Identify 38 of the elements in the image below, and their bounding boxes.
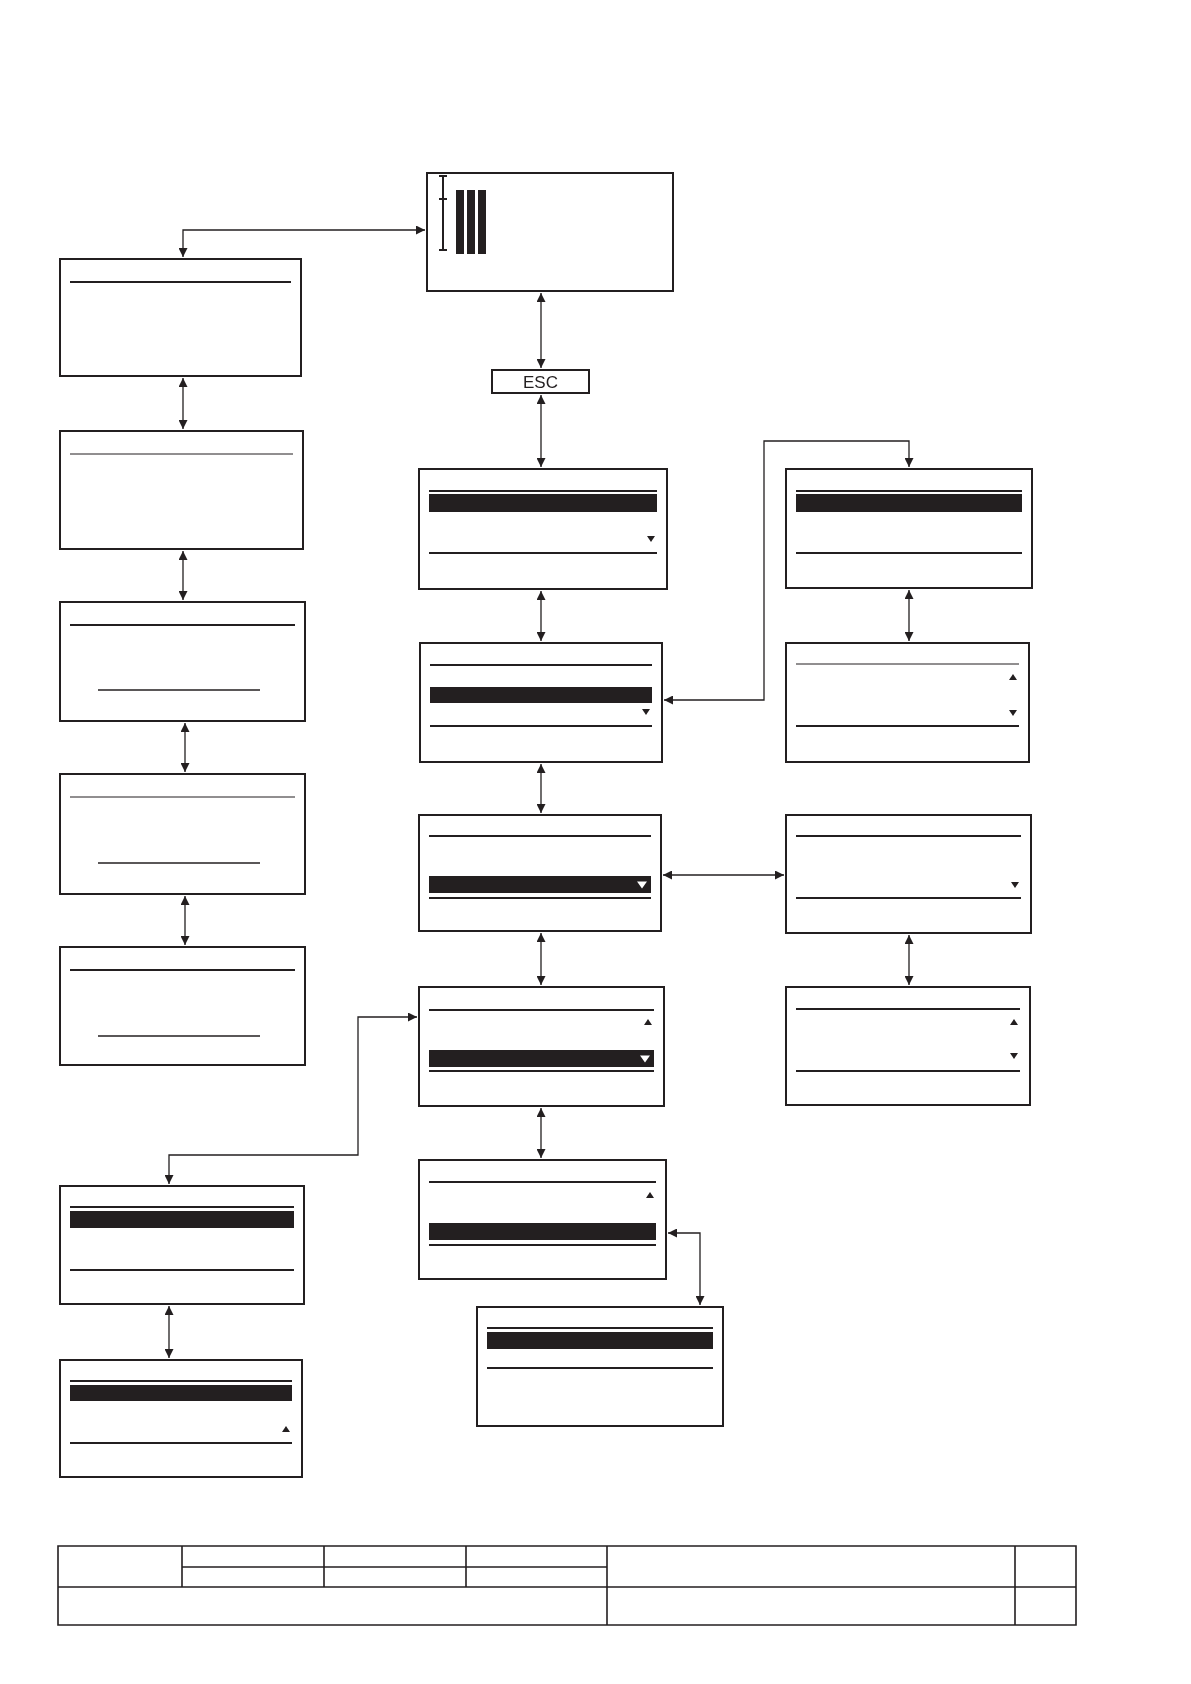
screen-box xyxy=(419,642,663,763)
connector-arrow xyxy=(536,763,546,814)
connector-arrow xyxy=(164,1305,174,1359)
screen-box xyxy=(59,773,306,895)
screen-box xyxy=(59,601,306,722)
screen-box xyxy=(426,172,674,292)
connector-arrow xyxy=(178,225,426,258)
screen-box xyxy=(785,986,1031,1106)
screen-box xyxy=(59,1359,303,1478)
screen-box xyxy=(59,946,306,1066)
screen-box xyxy=(476,1306,724,1427)
screen-box xyxy=(418,814,662,932)
connector-arrow xyxy=(536,1107,546,1159)
connector-arrow xyxy=(662,870,785,880)
connector-arrow xyxy=(180,895,190,946)
connector-arrow xyxy=(536,590,546,642)
screen-box xyxy=(59,258,302,377)
connector-arrow xyxy=(663,440,914,705)
connector-arrow xyxy=(178,377,188,430)
screen-box xyxy=(59,1185,305,1305)
screen-box xyxy=(785,468,1033,589)
connector-arrow xyxy=(536,932,546,986)
screen-box xyxy=(418,986,665,1107)
key-box xyxy=(491,369,590,394)
screen-box xyxy=(785,814,1032,934)
screen-box xyxy=(785,642,1030,763)
screen-box xyxy=(418,1159,667,1280)
connector-arrow xyxy=(904,589,914,642)
connector-arrow xyxy=(536,292,546,369)
key-label: ESC xyxy=(522,373,559,390)
screen-box xyxy=(59,430,304,550)
connector-arrow xyxy=(180,722,190,773)
connector-arrow xyxy=(536,394,546,468)
connector-arrow xyxy=(164,1012,418,1185)
connector-arrow xyxy=(178,550,188,601)
connector-arrow xyxy=(904,934,914,986)
connector-arrow xyxy=(667,1228,705,1306)
screen-box xyxy=(418,468,668,590)
